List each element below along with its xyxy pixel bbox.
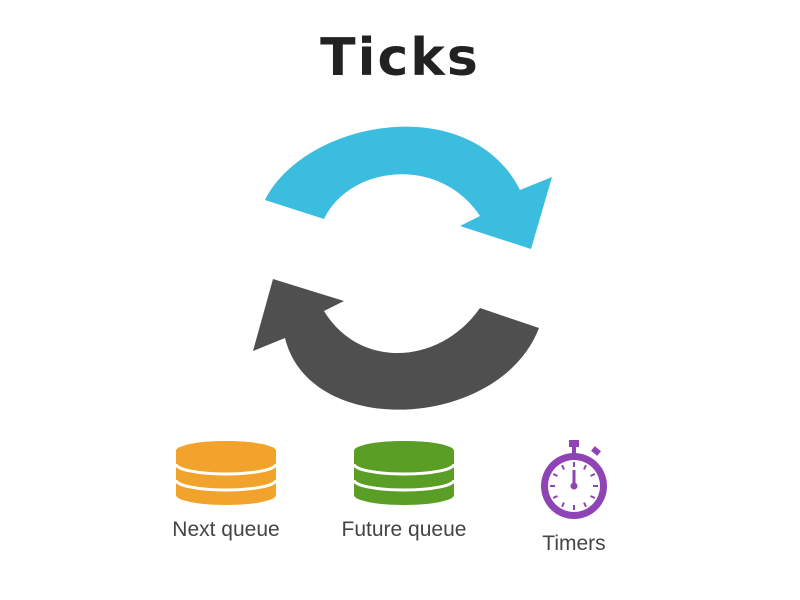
timers-label: Timers <box>542 532 606 555</box>
timers-item: Timers <box>484 440 664 556</box>
database-stack-icon <box>174 441 278 505</box>
future-queue-label: Future queue <box>341 518 467 541</box>
database-stack-icon <box>352 441 456 505</box>
stopwatch-icon <box>541 440 607 519</box>
bottom-cycle-arrow-icon <box>253 279 539 410</box>
diagram-title: Ticks <box>320 28 480 88</box>
next-queue-label: Next queue <box>172 518 280 541</box>
top-cycle-arrow-icon <box>265 126 552 249</box>
next-queue-item: Next queue <box>136 440 316 542</box>
future-queue-item: Future queue <box>314 440 494 542</box>
